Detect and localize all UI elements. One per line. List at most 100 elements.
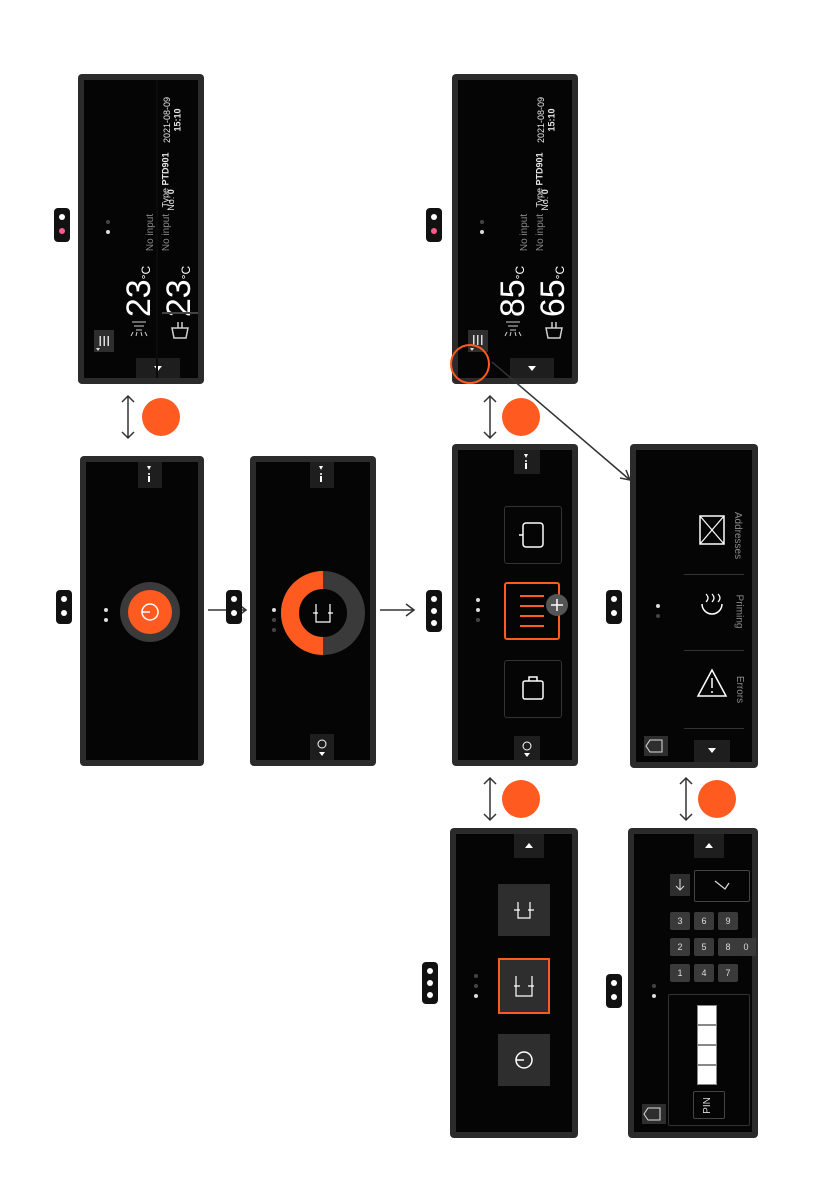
progress-ring bbox=[280, 570, 366, 656]
temperature-2: 65 bbox=[534, 279, 572, 317]
mode-badge bbox=[54, 208, 70, 242]
hand-gesture-icon bbox=[502, 398, 540, 436]
info-tab[interactable] bbox=[138, 462, 162, 488]
temperature-unit: °C bbox=[139, 266, 153, 279]
adjust-button[interactable] bbox=[498, 884, 550, 936]
key-0[interactable]: 0 bbox=[736, 938, 756, 956]
mode-select-screen bbox=[452, 444, 578, 766]
delete-button[interactable] bbox=[670, 874, 690, 896]
key-9[interactable]: 9 bbox=[718, 912, 738, 930]
back-icon bbox=[644, 736, 668, 756]
scroll-up-tab[interactable] bbox=[694, 834, 724, 858]
back-button[interactable] bbox=[642, 1104, 666, 1124]
pin-digit-3 bbox=[697, 1045, 717, 1065]
double-arrow bbox=[480, 776, 500, 822]
arrow-down-icon bbox=[694, 740, 730, 762]
power-screen bbox=[80, 456, 204, 766]
menu-button[interactable] bbox=[94, 330, 114, 352]
status-screen-top: 23°C 23°C No. 0 Type PTD901 2021-08-09 1… bbox=[78, 74, 204, 384]
arrow-down-icon bbox=[670, 874, 690, 896]
time: 15:10 bbox=[173, 108, 183, 131]
info-tab[interactable] bbox=[310, 462, 334, 488]
mode-badge bbox=[426, 590, 442, 632]
hand-gesture-icon bbox=[698, 780, 736, 818]
progress-screen bbox=[250, 456, 376, 766]
confirm-button[interactable] bbox=[694, 870, 750, 902]
power-icon bbox=[514, 736, 540, 760]
mode-badge bbox=[606, 974, 622, 1008]
menu-priming[interactable]: Priming bbox=[733, 595, 744, 629]
info-tab[interactable] bbox=[514, 450, 540, 474]
key-1[interactable]: 1 bbox=[670, 964, 690, 982]
bath-icon bbox=[168, 318, 192, 342]
arrow-right bbox=[378, 600, 418, 620]
bath-icon bbox=[542, 318, 566, 342]
function-select-screen bbox=[450, 828, 578, 1138]
errors-icon bbox=[692, 664, 732, 704]
power-button[interactable] bbox=[128, 590, 172, 634]
shower-icon bbox=[128, 318, 150, 340]
key-7[interactable]: 7 bbox=[718, 964, 738, 982]
type-label: Type bbox=[161, 188, 171, 208]
addresses-icon bbox=[692, 510, 732, 550]
pin-digit-4 bbox=[697, 1065, 717, 1085]
pin-field[interactable]: PIN bbox=[668, 994, 750, 1126]
mode-badge bbox=[426, 208, 442, 242]
temperature-1: 23 bbox=[120, 279, 158, 317]
power-icon bbox=[128, 590, 172, 634]
arrow-up-icon bbox=[694, 834, 724, 858]
key-2[interactable]: 2 bbox=[670, 938, 690, 956]
scroll-down-tab[interactable] bbox=[694, 740, 730, 762]
menu-addresses[interactable]: Addresses bbox=[732, 512, 743, 559]
info-icon bbox=[138, 462, 162, 488]
hand-gesture-icon bbox=[502, 780, 540, 818]
arrow-up-icon bbox=[514, 834, 544, 858]
power-button[interactable] bbox=[498, 1034, 550, 1086]
pin-digit-1 bbox=[697, 1005, 717, 1025]
key-6[interactable]: 6 bbox=[694, 912, 714, 930]
mode-badge bbox=[56, 590, 72, 624]
mode-badge bbox=[422, 962, 438, 1004]
key-5[interactable]: 5 bbox=[694, 938, 714, 956]
power-icon bbox=[498, 1034, 550, 1086]
power-tab[interactable] bbox=[514, 736, 540, 760]
check-icon bbox=[695, 871, 749, 901]
temperature-unit: °C bbox=[513, 266, 527, 279]
menu-errors[interactable]: Errors bbox=[734, 676, 745, 703]
shower-icon bbox=[502, 318, 524, 340]
temperature-unit: °C bbox=[553, 266, 567, 279]
input-2: No input bbox=[535, 214, 546, 251]
mode-badge bbox=[226, 590, 242, 624]
highlight-circle bbox=[450, 344, 490, 384]
info-icon bbox=[514, 450, 540, 474]
key-4[interactable]: 4 bbox=[694, 964, 714, 982]
add-button[interactable] bbox=[546, 594, 568, 616]
suitcase-button[interactable] bbox=[504, 660, 562, 718]
pin-screen: 1 2 3 4 5 6 7 8 9 0 PIN bbox=[628, 828, 758, 1138]
priming-icon bbox=[692, 586, 732, 626]
hand-icon bbox=[500, 960, 548, 1012]
input-2: No input bbox=[161, 214, 172, 251]
tub-button[interactable] bbox=[504, 506, 562, 564]
temperature-unit: °C bbox=[179, 266, 193, 279]
type-value: PTD901 bbox=[161, 152, 171, 185]
power-icon bbox=[310, 734, 334, 760]
temperature-1: 85 bbox=[494, 279, 532, 317]
power-tab[interactable] bbox=[310, 734, 334, 760]
double-arrow bbox=[480, 394, 500, 440]
type-label: Type bbox=[535, 188, 545, 208]
double-arrow bbox=[676, 776, 696, 822]
scroll-down-tab[interactable] bbox=[136, 358, 180, 378]
adjust-icon bbox=[498, 884, 550, 936]
type-value: PTD901 bbox=[535, 152, 545, 185]
arrow-down-icon bbox=[136, 358, 180, 378]
manual-button[interactable] bbox=[498, 958, 550, 1014]
scroll-up-tab[interactable] bbox=[514, 834, 544, 858]
info-icon bbox=[310, 462, 334, 488]
time: 15:10 bbox=[547, 108, 557, 131]
key-3[interactable]: 3 bbox=[670, 912, 690, 930]
back-button[interactable] bbox=[644, 736, 668, 756]
key-8[interactable]: 8 bbox=[718, 938, 738, 956]
suitcase-icon bbox=[505, 661, 561, 717]
status-screen-bottom: 85°C 65°C No. 0 Type PTD901 2021-08-09 1… bbox=[452, 74, 578, 384]
